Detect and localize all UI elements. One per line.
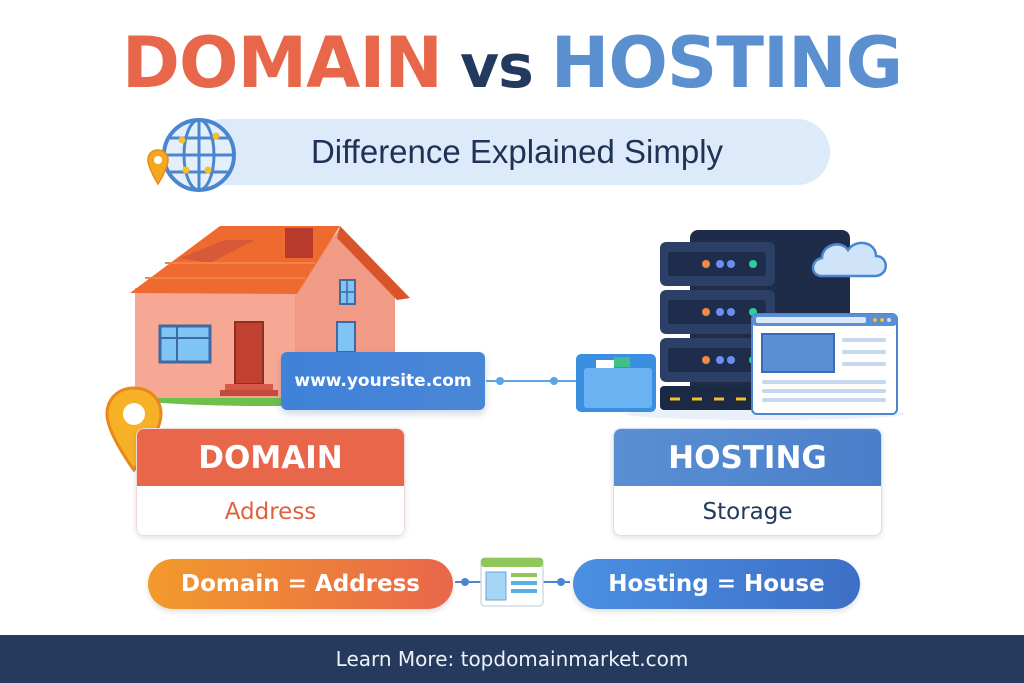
subtitle-banner: [190, 119, 830, 185]
subtitle-text: Difference Explained Simply: [310, 133, 724, 170]
url-label: www.yoursite.com: [281, 352, 485, 410]
domain-card-heading: DOMAIN: [137, 429, 404, 486]
globe-icon: [162, 118, 236, 192]
connector-line: [486, 377, 576, 385]
server-icon: [660, 242, 775, 410]
hosting-card: HOSTING Storage: [613, 428, 882, 536]
footer-banner: Learn More: topdomainmarket.com: [0, 635, 1024, 683]
folder-icon: [576, 354, 656, 412]
title-vs-word: vs: [459, 32, 534, 102]
domain-summary-pill: Domain = Address: [148, 559, 453, 609]
hosting-card-heading: HOSTING: [614, 429, 881, 486]
server-illustration: [576, 230, 905, 420]
title-hosting-word: HOSTING: [550, 22, 903, 104]
domain-card: DOMAIN Address: [136, 428, 405, 536]
map-pin-icon: [147, 149, 169, 186]
browser-window-icon: [455, 557, 570, 607]
cloud-icon: [811, 241, 887, 278]
footer-link-text[interactable]: Learn More: topdomainmarket.com: [335, 647, 689, 671]
title-domain-word: DOMAIN: [121, 22, 443, 104]
browser-window-icon: [751, 313, 898, 415]
domain-card-subtext: Address: [137, 486, 404, 535]
hosting-card-subtext: Storage: [614, 486, 881, 535]
hosting-summary-pill: Hosting = House: [573, 559, 860, 609]
